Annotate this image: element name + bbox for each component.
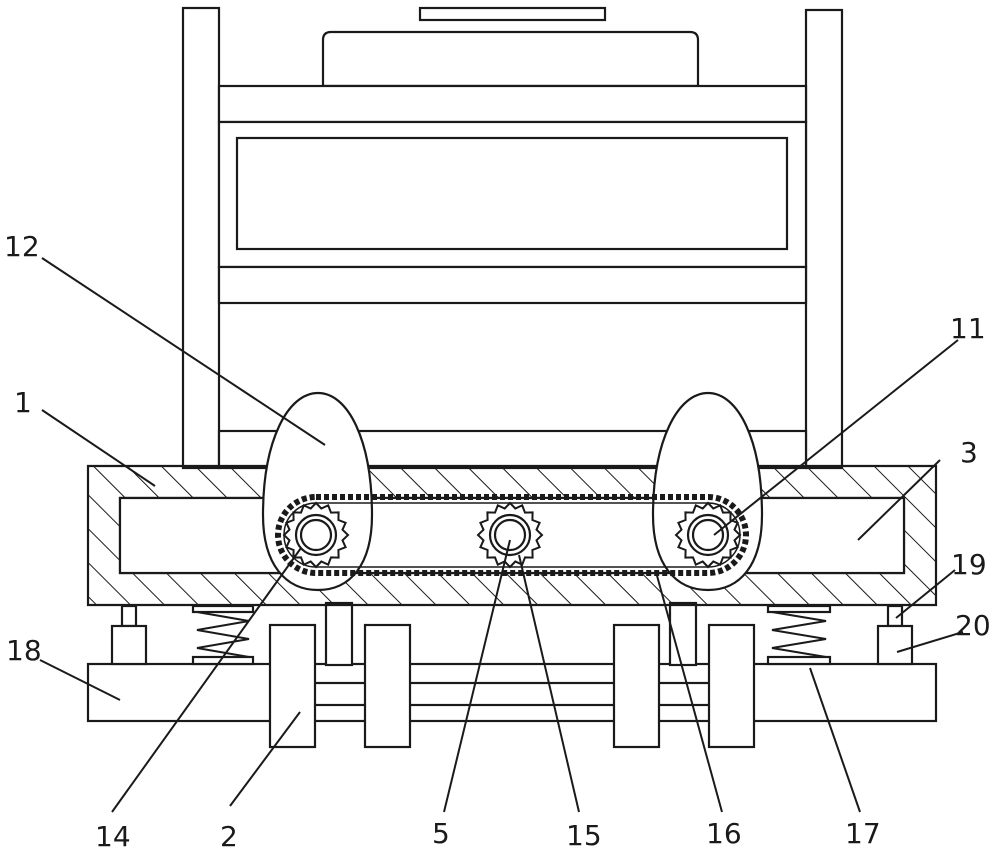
spring-plate-right-top <box>766 604 832 614</box>
frame-crossbar-middle <box>217 265 808 305</box>
upper-frame <box>181 6 844 470</box>
callout-16: 16 <box>706 817 742 850</box>
callout-1: 1 <box>14 386 32 419</box>
strut-right <box>668 601 698 667</box>
base-assembly <box>86 601 938 749</box>
leader-12 <box>41 257 326 446</box>
callout-19: 19 <box>951 548 987 581</box>
callout-5: 5 <box>432 817 450 850</box>
top-lid <box>418 6 607 22</box>
callout-11: 11 <box>950 312 986 345</box>
callout-20: 20 <box>955 609 991 642</box>
right-post <box>804 8 844 470</box>
spring-right <box>771 611 827 658</box>
chain-loop <box>275 494 749 576</box>
leader-15 <box>518 554 580 813</box>
callout-17: 17 <box>845 817 881 850</box>
sprocket-right <box>674 501 742 569</box>
left-post <box>181 6 221 470</box>
callout-3: 3 <box>960 436 978 469</box>
strut-left <box>324 601 354 667</box>
leader-lines <box>39 257 964 813</box>
leader-18 <box>39 659 121 701</box>
damper-rod-left <box>120 604 138 628</box>
callout-14: 14 <box>95 820 131 853</box>
callout-15: 15 <box>566 819 602 852</box>
damper-body-right <box>876 624 914 666</box>
frame-crossbar-top <box>217 84 808 124</box>
sprocket-middle-shaft <box>493 518 527 552</box>
leader-16 <box>655 571 723 813</box>
leader-1 <box>41 409 156 487</box>
sprocket-right-shaft <box>691 518 725 552</box>
wheel-right-inner <box>612 623 661 749</box>
callout-labels: 1 12 11 3 19 20 18 14 2 5 15 16 17 <box>4 230 991 853</box>
callout-12: 12 <box>4 230 40 263</box>
wheel-right-outer <box>707 623 756 749</box>
leader-20 <box>896 631 964 653</box>
wheel-left-outer <box>268 623 317 749</box>
leader-19 <box>895 569 956 619</box>
top-housing <box>321 30 700 88</box>
leader-17 <box>809 667 861 813</box>
leader-2 <box>229 711 301 807</box>
leader-11 <box>713 339 959 536</box>
sprocket-middle <box>476 501 544 569</box>
wheel-left-inner <box>363 623 412 749</box>
leader-3 <box>857 459 941 541</box>
callout-18: 18 <box>6 634 42 667</box>
sprocket-left-shaft <box>299 518 333 552</box>
spring-left <box>196 611 250 658</box>
leader-5 <box>443 539 511 813</box>
damper-body-left <box>110 624 148 666</box>
spring-plate-right-bottom <box>766 655 832 666</box>
leader-14 <box>111 547 302 813</box>
frame-window <box>235 136 789 251</box>
callout-2: 2 <box>220 820 238 853</box>
spring-plate-left-top <box>191 604 255 614</box>
